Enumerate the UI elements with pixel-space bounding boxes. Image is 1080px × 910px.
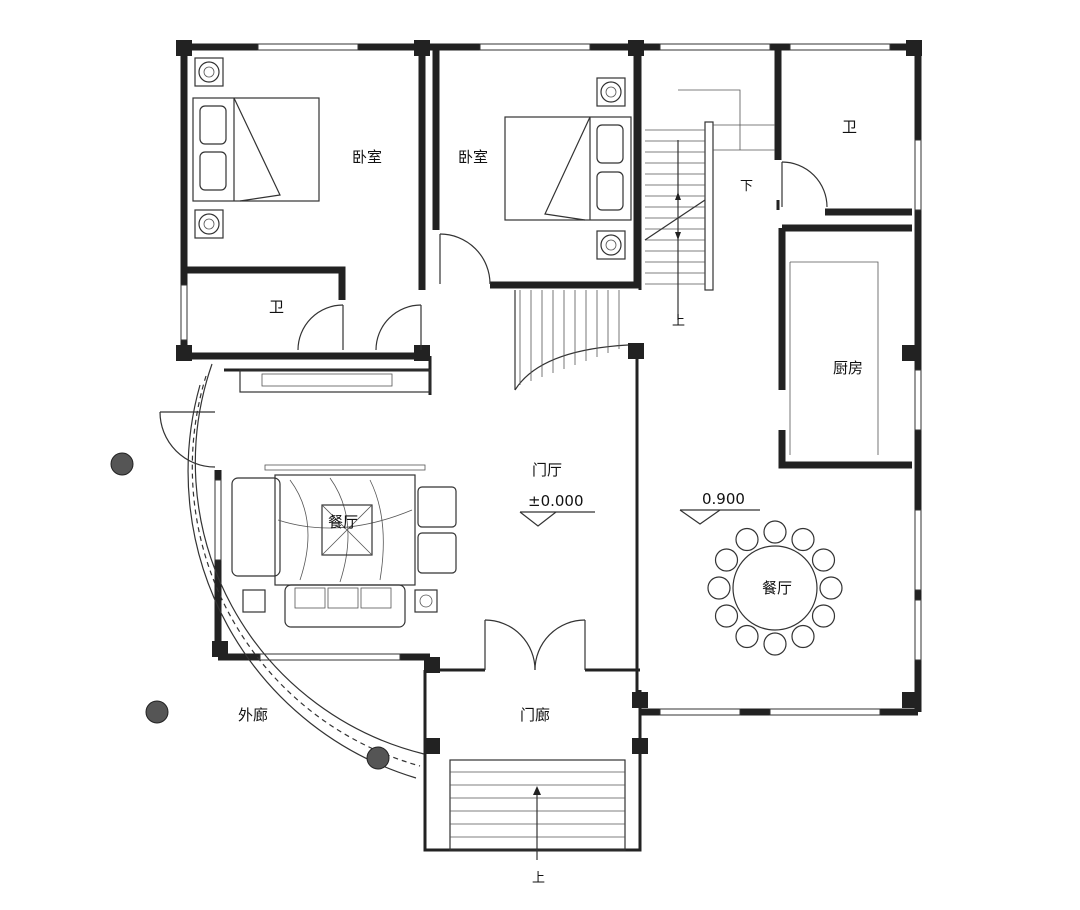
dining-chair xyxy=(735,527,759,552)
dining-chair xyxy=(763,632,787,656)
windows xyxy=(180,43,922,716)
dining-chair xyxy=(811,604,836,628)
stair-up-inner: 上 xyxy=(672,314,685,329)
level-marker-dining xyxy=(679,509,760,525)
dining-chair xyxy=(707,576,731,600)
level-marker-foyer xyxy=(519,511,595,527)
structural-columns xyxy=(176,40,922,754)
dining-chair xyxy=(819,576,843,600)
living-furniture xyxy=(231,369,457,628)
label-veranda: 外廊 xyxy=(238,706,268,724)
kitchen-counter xyxy=(789,261,879,455)
dining-chair xyxy=(735,624,759,649)
interior-walls xyxy=(184,47,912,852)
dining-chair xyxy=(714,548,739,572)
dining-chair xyxy=(763,520,787,544)
exterior-walls xyxy=(180,43,922,716)
label-dining: 餐厅 xyxy=(762,579,792,597)
dining-chair xyxy=(714,604,739,628)
staircase-curved xyxy=(514,290,629,391)
stair-up-main: 上 xyxy=(532,871,545,886)
dining-table xyxy=(707,520,843,656)
label-living: 餐厅 xyxy=(328,513,358,531)
label-bedroom-left: 卧室 xyxy=(352,148,382,166)
dining-chair xyxy=(791,527,815,552)
veranda-curve xyxy=(110,363,425,779)
bed-left xyxy=(192,57,320,239)
level-foyer: ±0.000 xyxy=(528,492,584,510)
door-swings xyxy=(159,161,828,671)
label-kitchen: 厨房 xyxy=(833,359,863,377)
stair-down-inner: 下 xyxy=(740,179,753,194)
dining-chair xyxy=(791,624,815,649)
label-porch: 门廊 xyxy=(520,706,550,724)
level-dining: 0.900 xyxy=(702,490,745,508)
bed-right xyxy=(504,77,632,260)
dining-chair xyxy=(811,548,836,572)
porch-steps xyxy=(449,759,626,860)
label-bathroom-right: 卫 xyxy=(842,118,857,136)
staircase-upper xyxy=(644,89,775,320)
label-foyer: 门厅 xyxy=(532,461,562,479)
label-bedroom-right: 卧室 xyxy=(458,148,488,166)
label-bathroom-left: 卫 xyxy=(269,298,284,316)
